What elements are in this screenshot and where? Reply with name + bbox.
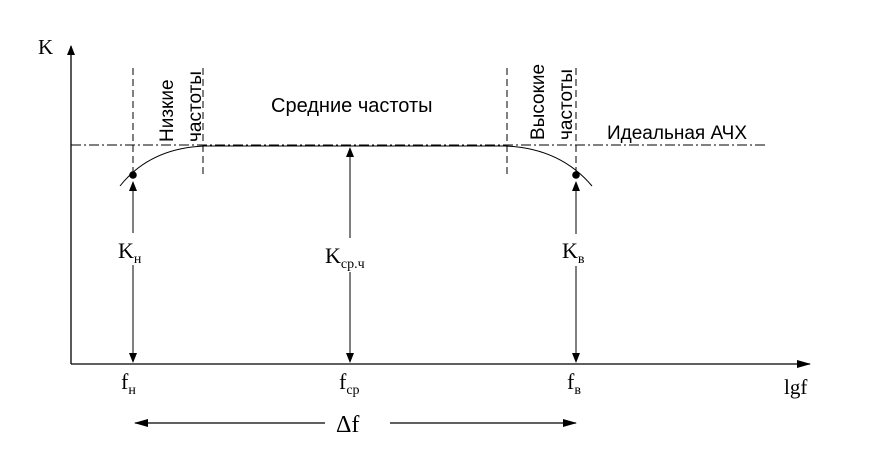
- low-region-label-2: частоты: [185, 71, 206, 142]
- high-region-label-2: частоты: [556, 69, 577, 140]
- high-frequency-main: f: [567, 369, 575, 394]
- mid-gain-sub: ср.ч: [341, 257, 365, 272]
- low-cutoff-point: [129, 171, 137, 179]
- low-frequency-main: f: [121, 369, 129, 394]
- low-frequency-label: fн: [121, 369, 136, 398]
- mid-region-label: Средние частоты: [271, 95, 433, 117]
- high-gain-main: K: [562, 238, 578, 263]
- low-gain-label-bg: [112, 233, 156, 265]
- mid-gain-label: Kср.ч: [325, 243, 365, 272]
- high-gain-label: Kв: [562, 238, 585, 267]
- high-gain-label-bg: [558, 234, 598, 266]
- low-frequency-sub: н: [128, 383, 136, 398]
- high-frequency-sub: в: [574, 383, 581, 398]
- real-response-curve: [119, 145, 593, 187]
- low-gain-label: Kн: [118, 238, 142, 267]
- high-cutoff-point: [572, 171, 580, 179]
- mid-frequency-main: f: [339, 369, 347, 394]
- x-axis-label: lgf: [784, 375, 807, 399]
- low-gain-main: K: [118, 238, 134, 263]
- low-gain-sub: н: [134, 252, 142, 267]
- ideal-response-label: Идеальная АЧХ: [607, 123, 747, 144]
- bandwidth-label: Δf: [336, 412, 359, 438]
- y-axis-label: K: [38, 35, 53, 59]
- mid-gain-main: K: [325, 243, 341, 268]
- high-gain-sub: в: [578, 252, 585, 267]
- low-region-label-1: Низкие: [157, 79, 178, 142]
- high-region-label-1: Высокие: [528, 64, 549, 140]
- mid-gain-label-bg: [322, 238, 384, 272]
- mid-frequency-label: fср: [339, 369, 360, 398]
- mid-frequency-sub: ср: [346, 383, 359, 398]
- high-frequency-label: fв: [567, 369, 581, 398]
